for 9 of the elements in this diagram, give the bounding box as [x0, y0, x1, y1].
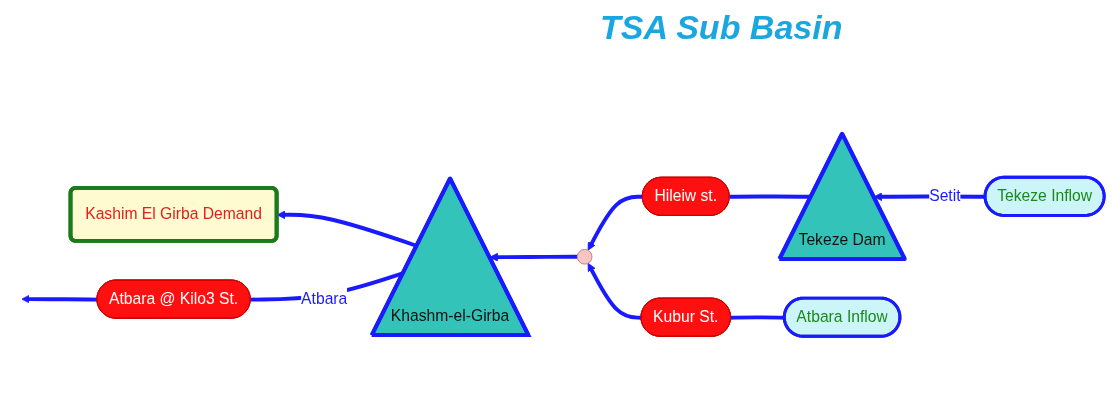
arrow	[587, 262, 642, 320]
arrow	[587, 194, 643, 251]
node-circle	[576, 248, 593, 265]
edge-label: Atbara	[301, 290, 348, 307]
diagram-title: TSA Sub Basin	[600, 8, 843, 47]
arrow	[21, 294, 98, 304]
arrow	[489, 252, 578, 262]
edge-label: Setit	[929, 187, 961, 205]
connector	[730, 315, 785, 320]
